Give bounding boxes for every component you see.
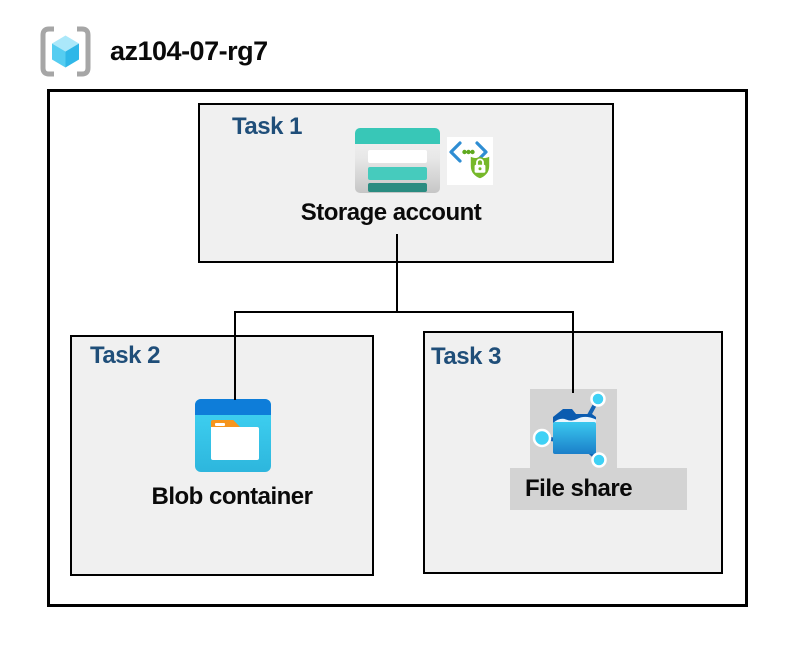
secured-endpoint-icon (447, 137, 493, 185)
file-share-icon-panel (530, 389, 617, 469)
blob-folder-body (211, 427, 259, 460)
connector-storage-stem (396, 234, 398, 312)
storage-account-icon (355, 128, 440, 193)
connector-to-fileshare (572, 311, 574, 393)
resource-group-icon (40, 26, 91, 77)
blob-folder-tab-dash (215, 423, 225, 426)
task-1-box: Task 1 Storage account (198, 103, 614, 263)
file-share-caption-panel: File share (510, 468, 687, 510)
connector-branch (234, 311, 574, 313)
blob-container-icon (195, 399, 271, 472)
blob-title-bar (195, 399, 271, 415)
file-share-caption: File share (525, 475, 633, 502)
task-3-label: Task 3 (431, 343, 501, 370)
storage-bar-white (368, 150, 427, 163)
storage-account-caption: Storage account (300, 199, 482, 226)
blob-container-caption: Blob container (151, 483, 313, 510)
task-2-label: Task 2 (90, 342, 160, 369)
storage-bar-top (355, 128, 440, 144)
resource-group-name: az104-07-rg7 (110, 36, 268, 66)
task-2-box: Task 2 Blob container (70, 335, 374, 576)
connector-to-blob (234, 311, 236, 400)
file-share-icon (532, 391, 607, 468)
storage-bar-dark (368, 183, 427, 192)
task-1-label: Task 1 (232, 113, 302, 140)
blob-folder-tab (211, 420, 242, 429)
storage-bar-mid (368, 167, 427, 180)
